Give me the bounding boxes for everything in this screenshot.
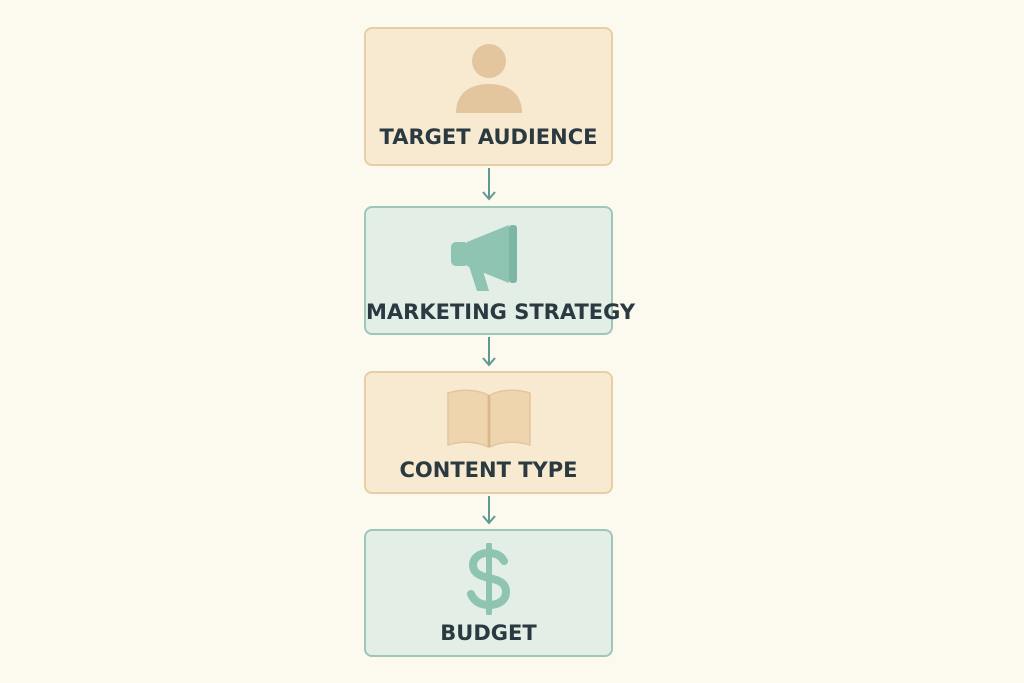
- step-budget: BUDGET: [364, 529, 613, 657]
- step-label: BUDGET: [440, 621, 537, 645]
- dollar-sign-icon: [466, 543, 510, 615]
- arrow-down-icon: [482, 337, 496, 367]
- megaphone-icon: [450, 225, 517, 291]
- person-icon: [455, 44, 522, 113]
- step-target-audience: TARGET AUDIENCE: [364, 27, 613, 166]
- step-content-type: CONTENT TYPE: [364, 371, 613, 494]
- step-marketing-strategy: MARKETING STRATEGY: [364, 206, 636, 335]
- step-label: MARKETING STRATEGY: [366, 300, 636, 324]
- open-book-icon: [446, 389, 531, 449]
- arrow-down-icon: [482, 168, 496, 201]
- step-label: CONTENT TYPE: [399, 458, 578, 482]
- step-label: TARGET AUDIENCE: [379, 125, 598, 149]
- arrow-down-icon: [482, 496, 496, 525]
